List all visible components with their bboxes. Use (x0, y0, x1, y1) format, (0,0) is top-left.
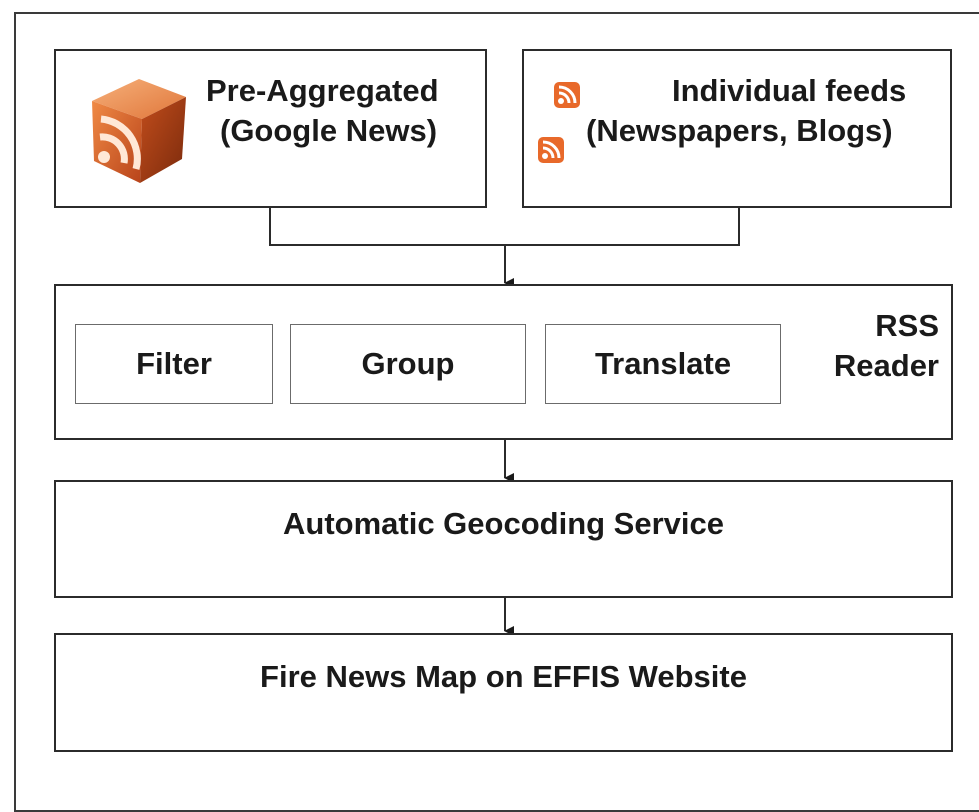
group-step-label: Group (361, 346, 455, 381)
fire-news-map-label: Fire News Map on EFFIS Website (260, 659, 747, 694)
filter-step: Filter (75, 324, 273, 404)
individual-feeds-subtitle: (Newspapers, Blogs) (586, 113, 893, 148)
rss-feed-icon (538, 137, 564, 163)
geocoding-service-box: Automatic Geocoding Service (54, 480, 953, 598)
pre-aggregated-source-box: Pre-Aggregated (Google News) (54, 49, 487, 208)
connectors (269, 207, 740, 636)
fire-news-map-box: Fire News Map on EFFIS Website (54, 633, 953, 752)
pre-aggregated-subtitle: (Google News) (220, 113, 438, 148)
translate-step: Translate (545, 324, 781, 404)
merge-connector (269, 207, 740, 246)
filter-step-label: Filter (136, 346, 212, 381)
rss-reader-label-line2: Reader (833, 348, 939, 383)
group-step: Group (290, 324, 526, 404)
rss-cube-icon (92, 79, 186, 183)
geocoding-service-label: Automatic Geocoding Service (283, 506, 724, 541)
rss-reader-label-line1: RSS (875, 308, 939, 343)
rss-feed-icon (554, 82, 580, 108)
individual-feeds-source-box: Individual feeds (Newspapers, Blogs) (522, 49, 952, 208)
individual-feeds-title: Individual feeds (672, 73, 907, 108)
pre-aggregated-title: Pre-Aggregated (206, 73, 439, 108)
translate-step-label: Translate (594, 346, 732, 381)
rss-reader-box: Filter Group Translate RSS Reader (54, 284, 953, 440)
